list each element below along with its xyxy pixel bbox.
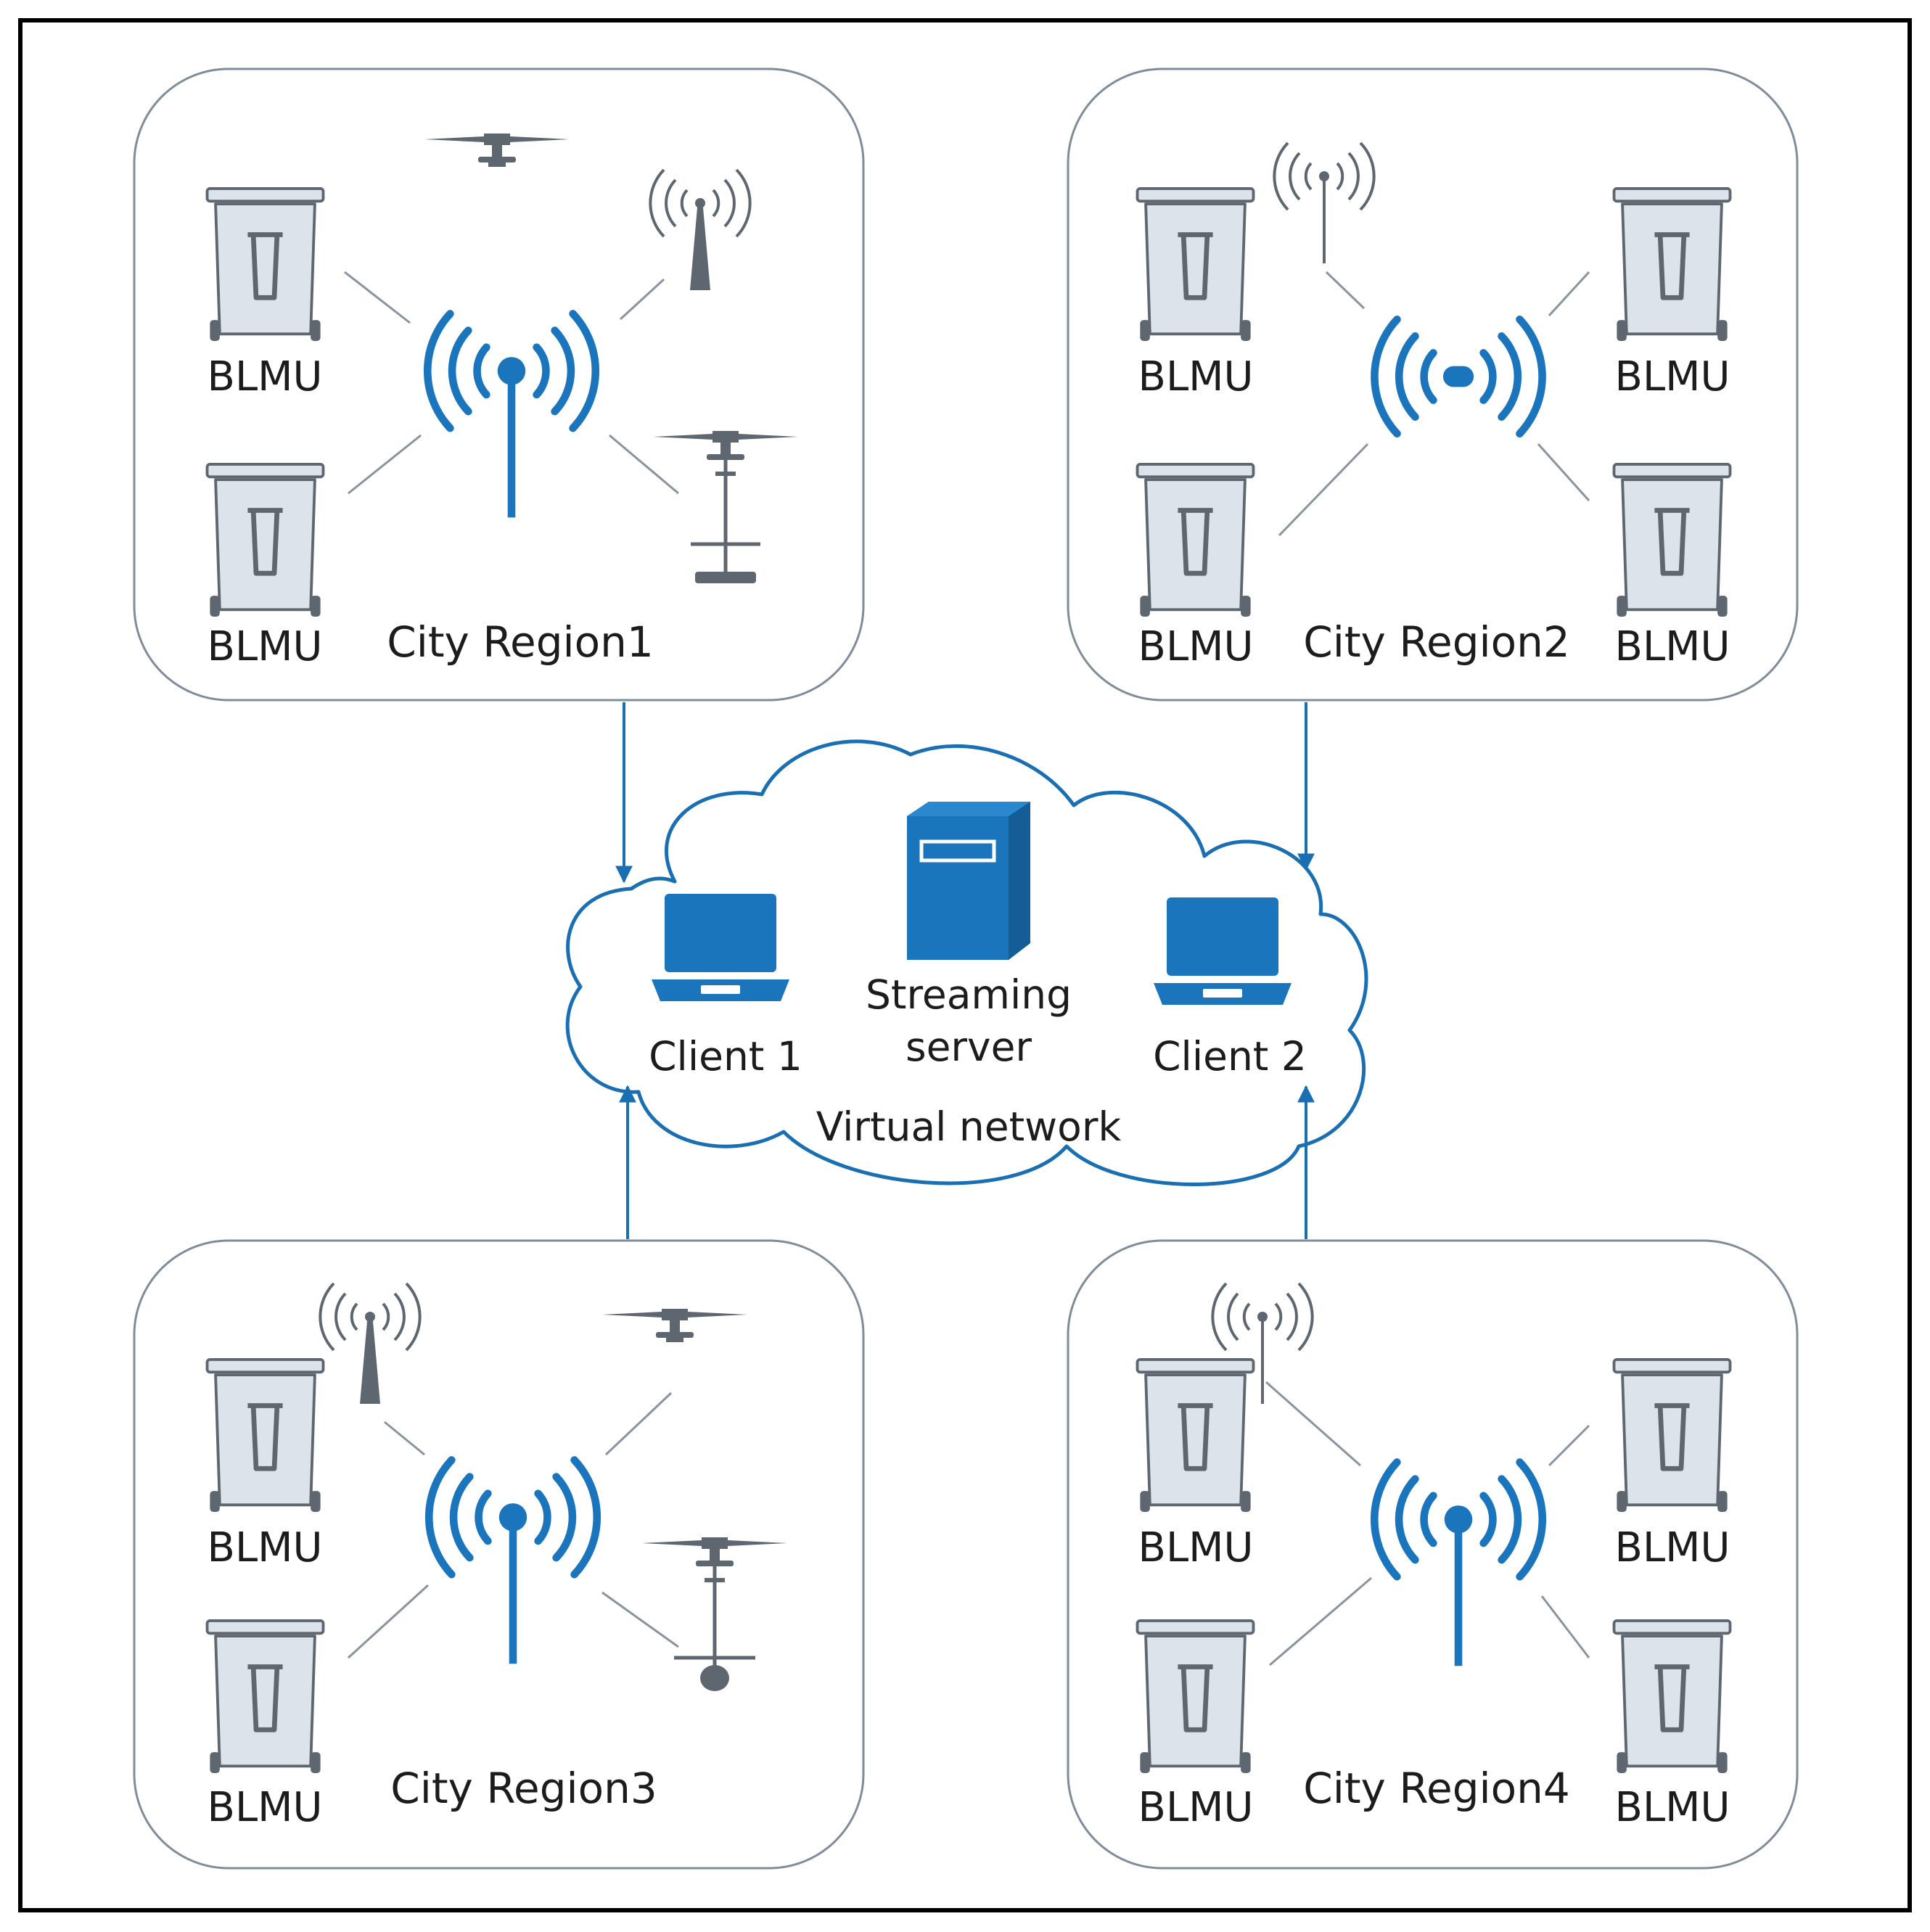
region-3: BLMU BLMU City Region3 (133, 1239, 865, 1870)
link (384, 1421, 425, 1456)
laptop-icon (1154, 897, 1292, 1005)
link (1269, 1577, 1372, 1666)
trash-bin-icon (208, 464, 324, 617)
link (604, 1392, 673, 1456)
region-2-box (1067, 67, 1799, 702)
trash-bin-icon (1138, 189, 1254, 341)
region-4-box (1067, 1239, 1799, 1870)
link (1278, 443, 1369, 537)
link (619, 278, 665, 321)
region-3-title: City Region3 (390, 1764, 657, 1813)
trash-bin-icon (1138, 464, 1254, 617)
trash-bin-icon (208, 189, 324, 341)
bin-label: BLMU (208, 1524, 323, 1571)
region-1: BLMU BLMU City Region1 (133, 67, 865, 702)
link (1548, 271, 1590, 317)
bin-label: BLMU (208, 1784, 323, 1831)
trash-bin-icon (1614, 1621, 1730, 1773)
client-2-label: Client 2 (1153, 1033, 1307, 1080)
region-3-box (133, 1239, 865, 1870)
server-label-line2: server (906, 1024, 1032, 1070)
region-4: BLMU BLMU BLMU BLMU City Region4 (1067, 1239, 1799, 1870)
link (609, 434, 679, 495)
bin-label: BLMU (1138, 1524, 1254, 1571)
outer-frame (18, 18, 1912, 1912)
bin-label: BLMU (1138, 623, 1254, 670)
trash-bin-icon (208, 1621, 324, 1773)
trash-bin-icon (1614, 189, 1730, 341)
link (348, 434, 422, 495)
link (1540, 1595, 1590, 1658)
link (344, 271, 411, 324)
cloud-icon (565, 739, 1368, 1186)
trash-bin-icon (1138, 1621, 1254, 1773)
region-2-title: City Region2 (1303, 617, 1570, 667)
bin-label: BLMU (1615, 353, 1730, 400)
bin-label: BLMU (1615, 1784, 1730, 1831)
bin-label: BLMU (1138, 353, 1254, 400)
region-2: BLMU BLMU BLMU BLMU City Region2 (1067, 67, 1799, 702)
bin-label: BLMU (1138, 1784, 1254, 1831)
laptop-icon (652, 894, 789, 1001)
region-1-title: City Region1 (387, 617, 654, 667)
trash-bin-icon (1614, 1360, 1730, 1512)
link (601, 1591, 679, 1648)
server-label-line1: Streaming (866, 971, 1072, 1018)
trash-bin-icon (1614, 464, 1730, 617)
trash-bin-icon (1138, 1360, 1254, 1512)
bin-label: BLMU (208, 623, 323, 670)
client-1-label: Client 1 (649, 1033, 802, 1080)
bin-label: BLMU (1615, 1524, 1730, 1571)
bin-label: BLMU (208, 353, 323, 400)
bin-label: BLMU (1615, 623, 1730, 670)
link (1548, 1424, 1590, 1467)
link (1537, 443, 1590, 502)
virtual-network-cloud: Client 1 Client 2 Streaming server Virtu… (565, 739, 1368, 1186)
cloud-label: Virtual network (816, 1103, 1122, 1150)
trash-bin-icon (208, 1360, 324, 1512)
link (1265, 1381, 1361, 1467)
server-icon (907, 802, 1030, 960)
link (347, 1584, 430, 1659)
region-1-box (133, 67, 865, 702)
region-4-title: City Region4 (1303, 1764, 1570, 1813)
link (1325, 271, 1366, 310)
